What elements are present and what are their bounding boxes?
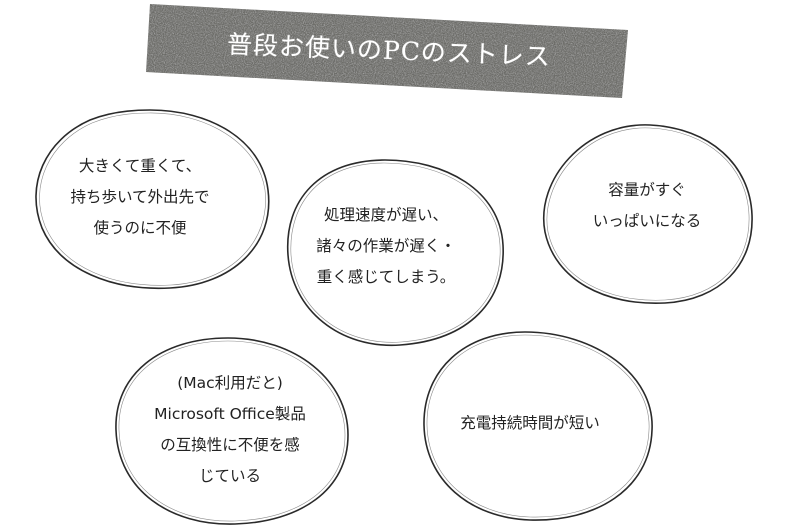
stress-item-slow-processing: 処理速度が遅い、 諸々の作業が遅く・ 重く感じてしまう。 <box>298 197 474 295</box>
stress-item-storage-full: 容量がすぐ いっぱいになる <box>572 175 722 237</box>
bubble-4-line-4: じている <box>198 467 261 485</box>
bubble-3-line-1: 容量がすぐ <box>608 181 686 199</box>
bubble-4-line-1: (Mac利用だと) <box>177 374 283 392</box>
bubble-outline-3-trace <box>546 127 750 301</box>
bubble-outline-4 <box>115 337 349 525</box>
stress-item-office-compatibility: (Mac利用だと) Microsoft Office製品 の互換性に不便を感 じ… <box>130 368 330 492</box>
bubble-2-line-2: 諸々の作業が遅く・ <box>316 236 456 255</box>
bubble-4-line-2: Microsoft Office製品 <box>154 405 306 423</box>
stress-item-battery-life: 充電持続時間が短い <box>440 406 620 440</box>
bubble-4-line-3: の互換性に不便を感 <box>160 436 300 454</box>
bubble-1-line-2: 持ち歩いて外出先で <box>70 187 210 206</box>
bubble-3-line-2: いっぱいになる <box>592 212 702 230</box>
bubble-5-line-1: 充電持続時間が短い <box>460 413 600 432</box>
bubble-1-line-1: 大きくて重くて、 <box>78 156 202 175</box>
bubble-outline-5 <box>423 331 653 521</box>
bubble-2-line-1: 処理速度が遅い、 <box>323 205 448 224</box>
stress-item-size-weight: 大きくて重くて、 持ち歩いて外出先で 使うのに不便 <box>40 148 240 246</box>
bubble-outline-2 <box>286 159 504 347</box>
bubble-outline-1 <box>35 109 270 290</box>
bubble-2-line-3: 重く感じてしまう。 <box>316 267 456 286</box>
bubble-1-line-3: 使うのに不便 <box>93 218 187 237</box>
bubble-outline-3 <box>542 124 753 304</box>
